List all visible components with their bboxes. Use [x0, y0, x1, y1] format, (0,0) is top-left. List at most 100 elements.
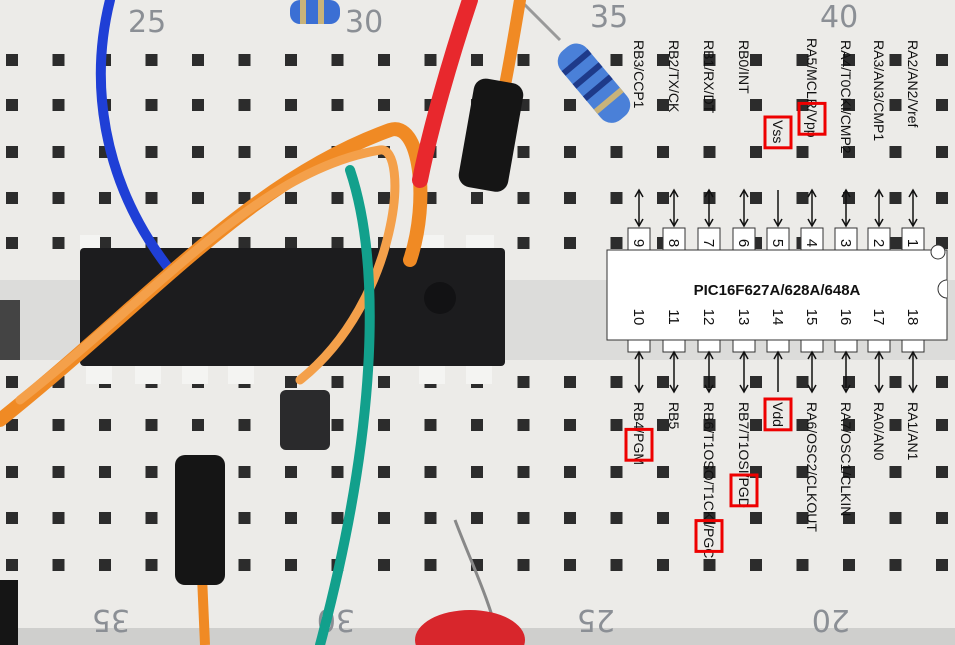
wire-orange-2	[15, 145, 400, 405]
breadboard-hole	[192, 54, 204, 66]
pin-number: 9	[630, 239, 647, 247]
breadboard-hole	[936, 99, 948, 111]
breadboard-hole	[750, 146, 762, 158]
breadboard-hole	[657, 99, 669, 111]
breadboard-hole	[145, 466, 158, 478]
pin-label: RA7/OSC1/CLKIN	[838, 402, 854, 516]
breadboard-hole	[331, 466, 344, 478]
pin-number: 1	[904, 239, 921, 247]
breadboard-hole	[238, 99, 251, 111]
small-component	[280, 390, 330, 450]
breadboard-hole	[52, 419, 65, 431]
arrowhead	[908, 188, 918, 198]
breadboard-hole	[331, 99, 344, 111]
breadboard-hole	[703, 559, 716, 571]
breadboard-hole	[517, 192, 530, 204]
pin-pad	[662, 339, 686, 353]
breadboard-hole	[610, 54, 623, 66]
breadboard-hole	[843, 559, 855, 571]
red-component	[415, 610, 525, 645]
breadboard-hole	[6, 54, 18, 66]
breadboard-hole	[657, 512, 669, 524]
breadboard-hole	[564, 466, 576, 478]
breadboard-hole	[285, 376, 297, 388]
resistor-lead	[518, 0, 562, 42]
breadboard-hole	[6, 559, 18, 571]
breadboard-hole	[285, 512, 297, 524]
pin-pad	[834, 227, 858, 251]
arrowhead	[807, 188, 817, 198]
breadboard-hole	[610, 559, 623, 571]
pin-pad	[732, 227, 756, 251]
breadboard-hole	[610, 466, 623, 478]
breadboard-hole	[703, 54, 716, 66]
resistor-top	[290, 0, 340, 24]
breadboard-hole	[285, 466, 297, 478]
breadboard-hole	[424, 512, 437, 524]
breadboard-hole	[517, 146, 530, 158]
breadboard-hole	[6, 419, 18, 431]
breadboard-hole	[99, 237, 111, 249]
highlight-box	[694, 519, 724, 553]
breadboard-hole	[378, 99, 390, 111]
breadboard-hole	[657, 466, 669, 478]
wire-teal	[315, 165, 375, 645]
breadboard-hole	[889, 559, 902, 571]
ruler-top-25: 25	[128, 5, 166, 40]
pin-label: RB1/RX/DT	[701, 40, 717, 114]
component-left	[0, 300, 20, 360]
jumper-connector-top	[458, 78, 524, 192]
arrowhead	[634, 218, 644, 228]
arrowhead	[739, 218, 749, 228]
breadboard-hole	[564, 146, 576, 158]
breadboard-hole	[145, 419, 158, 431]
breadboard-hole	[6, 237, 18, 249]
pin-number: 13	[735, 309, 752, 326]
highlight-box	[729, 473, 759, 508]
highlight-box	[624, 427, 654, 462]
pin-number: 16	[837, 309, 854, 326]
breadboard-hole	[889, 376, 902, 388]
breadboard-hole	[331, 376, 344, 388]
breadboard-hole	[657, 192, 669, 204]
pin-number: 11	[665, 309, 682, 325]
arrowhead	[841, 218, 851, 228]
breadboard-hole	[471, 466, 483, 478]
breadboard-hole	[796, 192, 809, 204]
breadboard-hole	[285, 146, 297, 158]
breadboard-hole	[145, 99, 158, 111]
pin-label: RB2/TX/CK	[666, 40, 682, 113]
pin-pad	[766, 339, 790, 353]
pin-number: 7	[700, 239, 717, 247]
breadboard-hole	[52, 512, 65, 524]
breadboard-hole	[238, 466, 251, 478]
breadboard-hole	[99, 466, 111, 478]
breadboard-hole	[564, 512, 576, 524]
breadboard-hole	[517, 512, 530, 524]
arrowhead	[739, 188, 749, 198]
ruler-bottom-25: 25	[577, 602, 615, 637]
breadboard-hole	[796, 376, 809, 388]
breadboard-hole	[424, 419, 437, 431]
breadboard-hole	[796, 146, 809, 158]
pin-number: 14	[769, 309, 786, 326]
highlight-box	[763, 397, 793, 432]
arrowhead	[634, 350, 644, 360]
breadboard-hole	[378, 559, 390, 571]
pin-label: RA5/MCLR/Vpp	[804, 38, 820, 138]
breadboard-hole	[517, 54, 530, 66]
breadboard-hole	[331, 54, 344, 66]
breadboard-hole	[750, 559, 762, 571]
pin-label: RB7/T1OSI/PGD	[736, 402, 752, 508]
breadboard-hole	[564, 559, 576, 571]
pin-label: RB6/T1OSO/T1CKI/PGC	[701, 402, 717, 558]
breadboard-hole	[517, 419, 530, 431]
pin-label: RB5	[666, 402, 682, 429]
breadboard-hole	[145, 559, 158, 571]
arrowhead	[807, 384, 817, 394]
breadboard-hole	[285, 559, 297, 571]
breadboard-hole	[52, 99, 65, 111]
breadboard-hole	[610, 237, 623, 249]
ruler-bottom-20: 20	[812, 602, 850, 637]
